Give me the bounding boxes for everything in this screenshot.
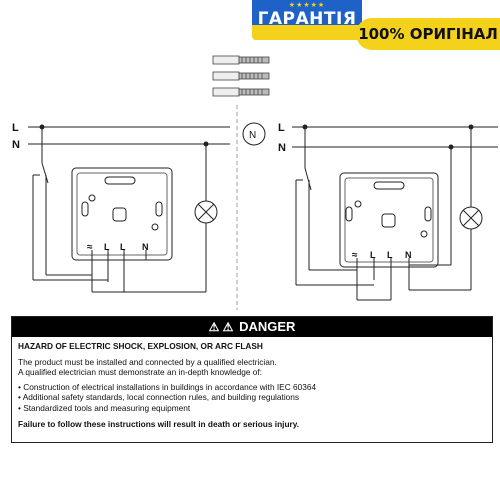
right-terminal-ac: ≈ bbox=[352, 250, 358, 261]
variant-symbol: N bbox=[249, 130, 256, 141]
guarantee-badge: ★★★★★ ГАРАНТІЯ bbox=[252, 0, 362, 40]
original-text: 100% ОРИГІНАЛ bbox=[358, 25, 498, 43]
danger-header: ⚠ ⚠ DANGER bbox=[12, 317, 492, 337]
left-diagram bbox=[28, 124, 230, 293]
original-badge: 100% ОРИГІНАЛ bbox=[356, 18, 500, 50]
right-terminal-l1: L bbox=[370, 250, 376, 260]
right-diagram bbox=[242, 122, 498, 301]
right-terminal-l2: L bbox=[387, 250, 393, 260]
danger-bullet-list: Construction of electrical installations… bbox=[18, 382, 486, 414]
danger-body: HAZARD OF ELECTRIC SHOCK, EXPLOSION, OR … bbox=[12, 337, 492, 434]
danger-line-1: The product must be installed and connec… bbox=[18, 356, 277, 367]
stars-icon: ★★★★★ bbox=[288, 2, 326, 9]
right-neutral-label: N bbox=[278, 142, 286, 154]
left-terminal-ac: ≈ bbox=[87, 242, 93, 253]
left-terminal-n: N bbox=[142, 242, 149, 252]
right-terminal-n: N bbox=[405, 250, 412, 260]
list-item: Standardized tools and measuring equipme… bbox=[18, 403, 486, 414]
danger-notice: ⚠ ⚠ DANGER HAZARD OF ELECTRIC SHOCK, EXP… bbox=[11, 316, 493, 443]
left-terminal-l1: L bbox=[104, 242, 110, 252]
wire-ends-illustration bbox=[212, 55, 270, 97]
list-item: Construction of electrical installations… bbox=[18, 382, 486, 393]
left-terminal-l2: L bbox=[120, 242, 126, 252]
guarantee-text: ГАРАНТІЯ bbox=[257, 9, 357, 29]
right-line-label: L bbox=[278, 122, 285, 134]
left-neutral-label: N bbox=[12, 139, 20, 151]
danger-footer: Failure to follow these instructions wil… bbox=[18, 419, 300, 429]
danger-line-2: A qualified electrician must demonstrate… bbox=[18, 367, 262, 377]
danger-title: HAZARD OF ELECTRIC SHOCK, EXPLOSION, OR … bbox=[18, 341, 263, 351]
danger-header-text: DANGER bbox=[239, 319, 296, 334]
left-line-label: L bbox=[12, 122, 19, 134]
warning-triangle-icon: ⚠ ⚠ bbox=[208, 320, 234, 334]
list-item: Additional safety standards, local conne… bbox=[18, 392, 486, 403]
